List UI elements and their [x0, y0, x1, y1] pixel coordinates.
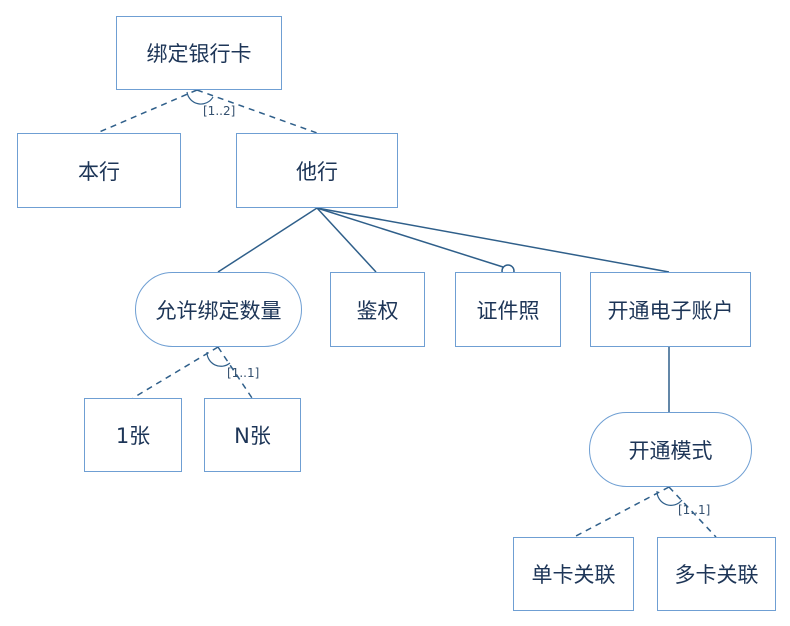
- node-own-bank: 本行: [17, 133, 181, 208]
- group-arc-mode: [656, 490, 683, 506]
- node-multi-card-link: 多卡关联: [657, 537, 776, 611]
- node-id-photo: 证件照: [455, 272, 561, 347]
- group-arc-count: [206, 351, 231, 367]
- edge-other-open-account: [316, 207, 670, 273]
- edge-other-auth: [316, 207, 377, 273]
- edge-count-one: [132, 346, 219, 399]
- node-other-bank: 他行: [236, 133, 398, 208]
- node-bind-bank-card: 绑定银行卡: [116, 16, 282, 90]
- node-open-mode: 开通模式: [589, 412, 752, 487]
- multiplicity-bind-count: [1..1]: [227, 366, 260, 380]
- edge-mode-single: [573, 486, 670, 538]
- node-authentication: 鉴权: [330, 272, 425, 347]
- edge-other-id-photo: [316, 207, 504, 268]
- edge-root-own-bank: [96, 89, 198, 134]
- node-n-cards: N张: [204, 398, 301, 472]
- edge-mode-multi: [668, 486, 717, 538]
- node-open-e-account: 开通电子账户: [590, 272, 751, 347]
- multiplicity-root: [1..2]: [203, 104, 236, 118]
- node-one-card: 1张: [84, 398, 182, 472]
- group-arc-root: [186, 91, 214, 105]
- edge-other-allow-count: [217, 207, 318, 273]
- node-allow-bind-count: 允许绑定数量: [135, 272, 302, 347]
- multiplicity-open-mode: [1..1]: [678, 503, 711, 517]
- node-single-card-link: 单卡关联: [513, 537, 634, 611]
